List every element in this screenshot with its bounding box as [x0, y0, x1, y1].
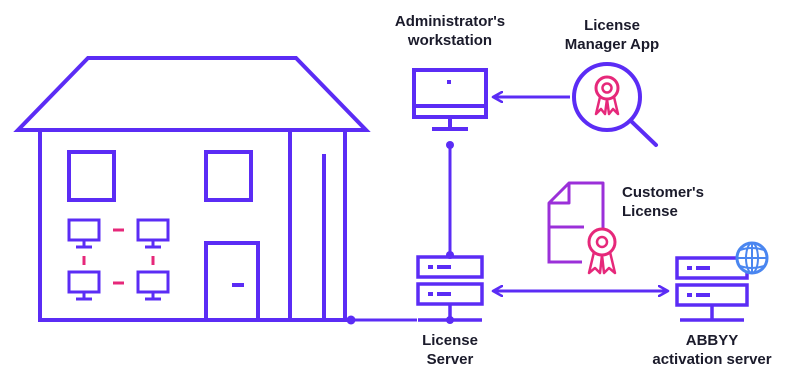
house-walls — [38, 130, 348, 322]
monitor-icon — [412, 68, 488, 131]
house-window-right — [204, 150, 253, 202]
customers-license-label: Customer's License — [622, 184, 704, 220]
office-monitor-icon — [136, 218, 170, 249]
server-icon — [416, 255, 484, 324]
abbyy-activation-server-label: ABBYY activation server — [652, 332, 772, 368]
admin-workstation-label: Administrator's workstation — [394, 13, 506, 49]
house-door — [204, 241, 260, 320]
office-monitor-icon — [67, 270, 101, 301]
document-certificate-icon — [547, 181, 617, 275]
license-manager-app-label: License Manager App — [564, 17, 660, 53]
office-network-links — [82, 228, 155, 285]
activation-server-icon — [675, 256, 749, 322]
office-network — [67, 218, 170, 301]
connections — [346, 97, 669, 325]
house-window-left — [67, 150, 116, 202]
house-roof — [13, 56, 371, 132]
license-server-label: License Server — [422, 332, 478, 368]
house-connection-dot — [346, 315, 356, 325]
house-icon — [13, 56, 371, 322]
globe-icon — [735, 241, 769, 275]
office-monitor-icon — [136, 270, 170, 301]
magnifier-certificate-icon — [572, 62, 658, 147]
office-monitor-icon — [67, 218, 101, 249]
